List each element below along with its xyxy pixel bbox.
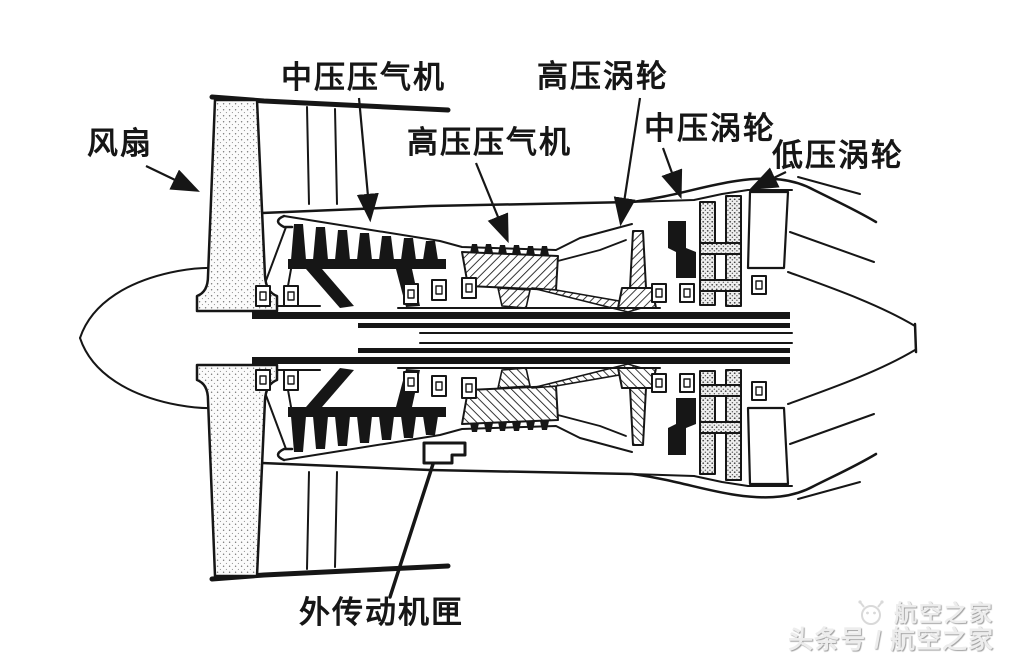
watermark-byline: 头条号 / 航空之家 [788, 625, 994, 654]
watermark-brand: 航空之家 [894, 599, 994, 626]
label-fan: 风扇 [87, 126, 153, 162]
fan-case [209, 94, 451, 113]
leader-ip-turbine [661, 147, 683, 200]
label-ip-compressor: 中压压气机 [281, 60, 446, 96]
hp-turbine [617, 230, 657, 309]
label-lp-turbine: 低压涡轮 [772, 138, 904, 174]
ip-compressor-blades [288, 224, 446, 308]
leader-hp-turbine [613, 97, 642, 227]
ip-turbine [668, 221, 696, 278]
external-gearbox [422, 441, 467, 465]
engine-shafts [252, 312, 790, 328]
label-ip-turbine: 中压涡轮 [644, 111, 776, 147]
label-hp-turbine: 高压涡轮 [537, 59, 669, 95]
fan-blade [195, 98, 279, 313]
leader-external-gearbox [388, 462, 435, 599]
lp-turbine-blade [746, 190, 790, 270]
leader-arrows [145, 97, 787, 244]
hp-compressor [461, 244, 649, 313]
leader-ip-compressor [356, 97, 379, 223]
bearings [255, 275, 767, 307]
tail-cone [787, 271, 916, 327]
label-external-gearbox: 外传动机匣 [299, 595, 464, 631]
lp-turbine-discs [699, 195, 742, 307]
label-hp-compressor: 高压压气机 [407, 125, 572, 161]
watermark: 航空之家 头条号 / 航空之家 [788, 599, 994, 653]
leader-fan [145, 165, 200, 192]
leader-hp-compressor [474, 162, 509, 244]
bee-icon [858, 600, 884, 625]
leader-lp-turbine [749, 167, 787, 190]
